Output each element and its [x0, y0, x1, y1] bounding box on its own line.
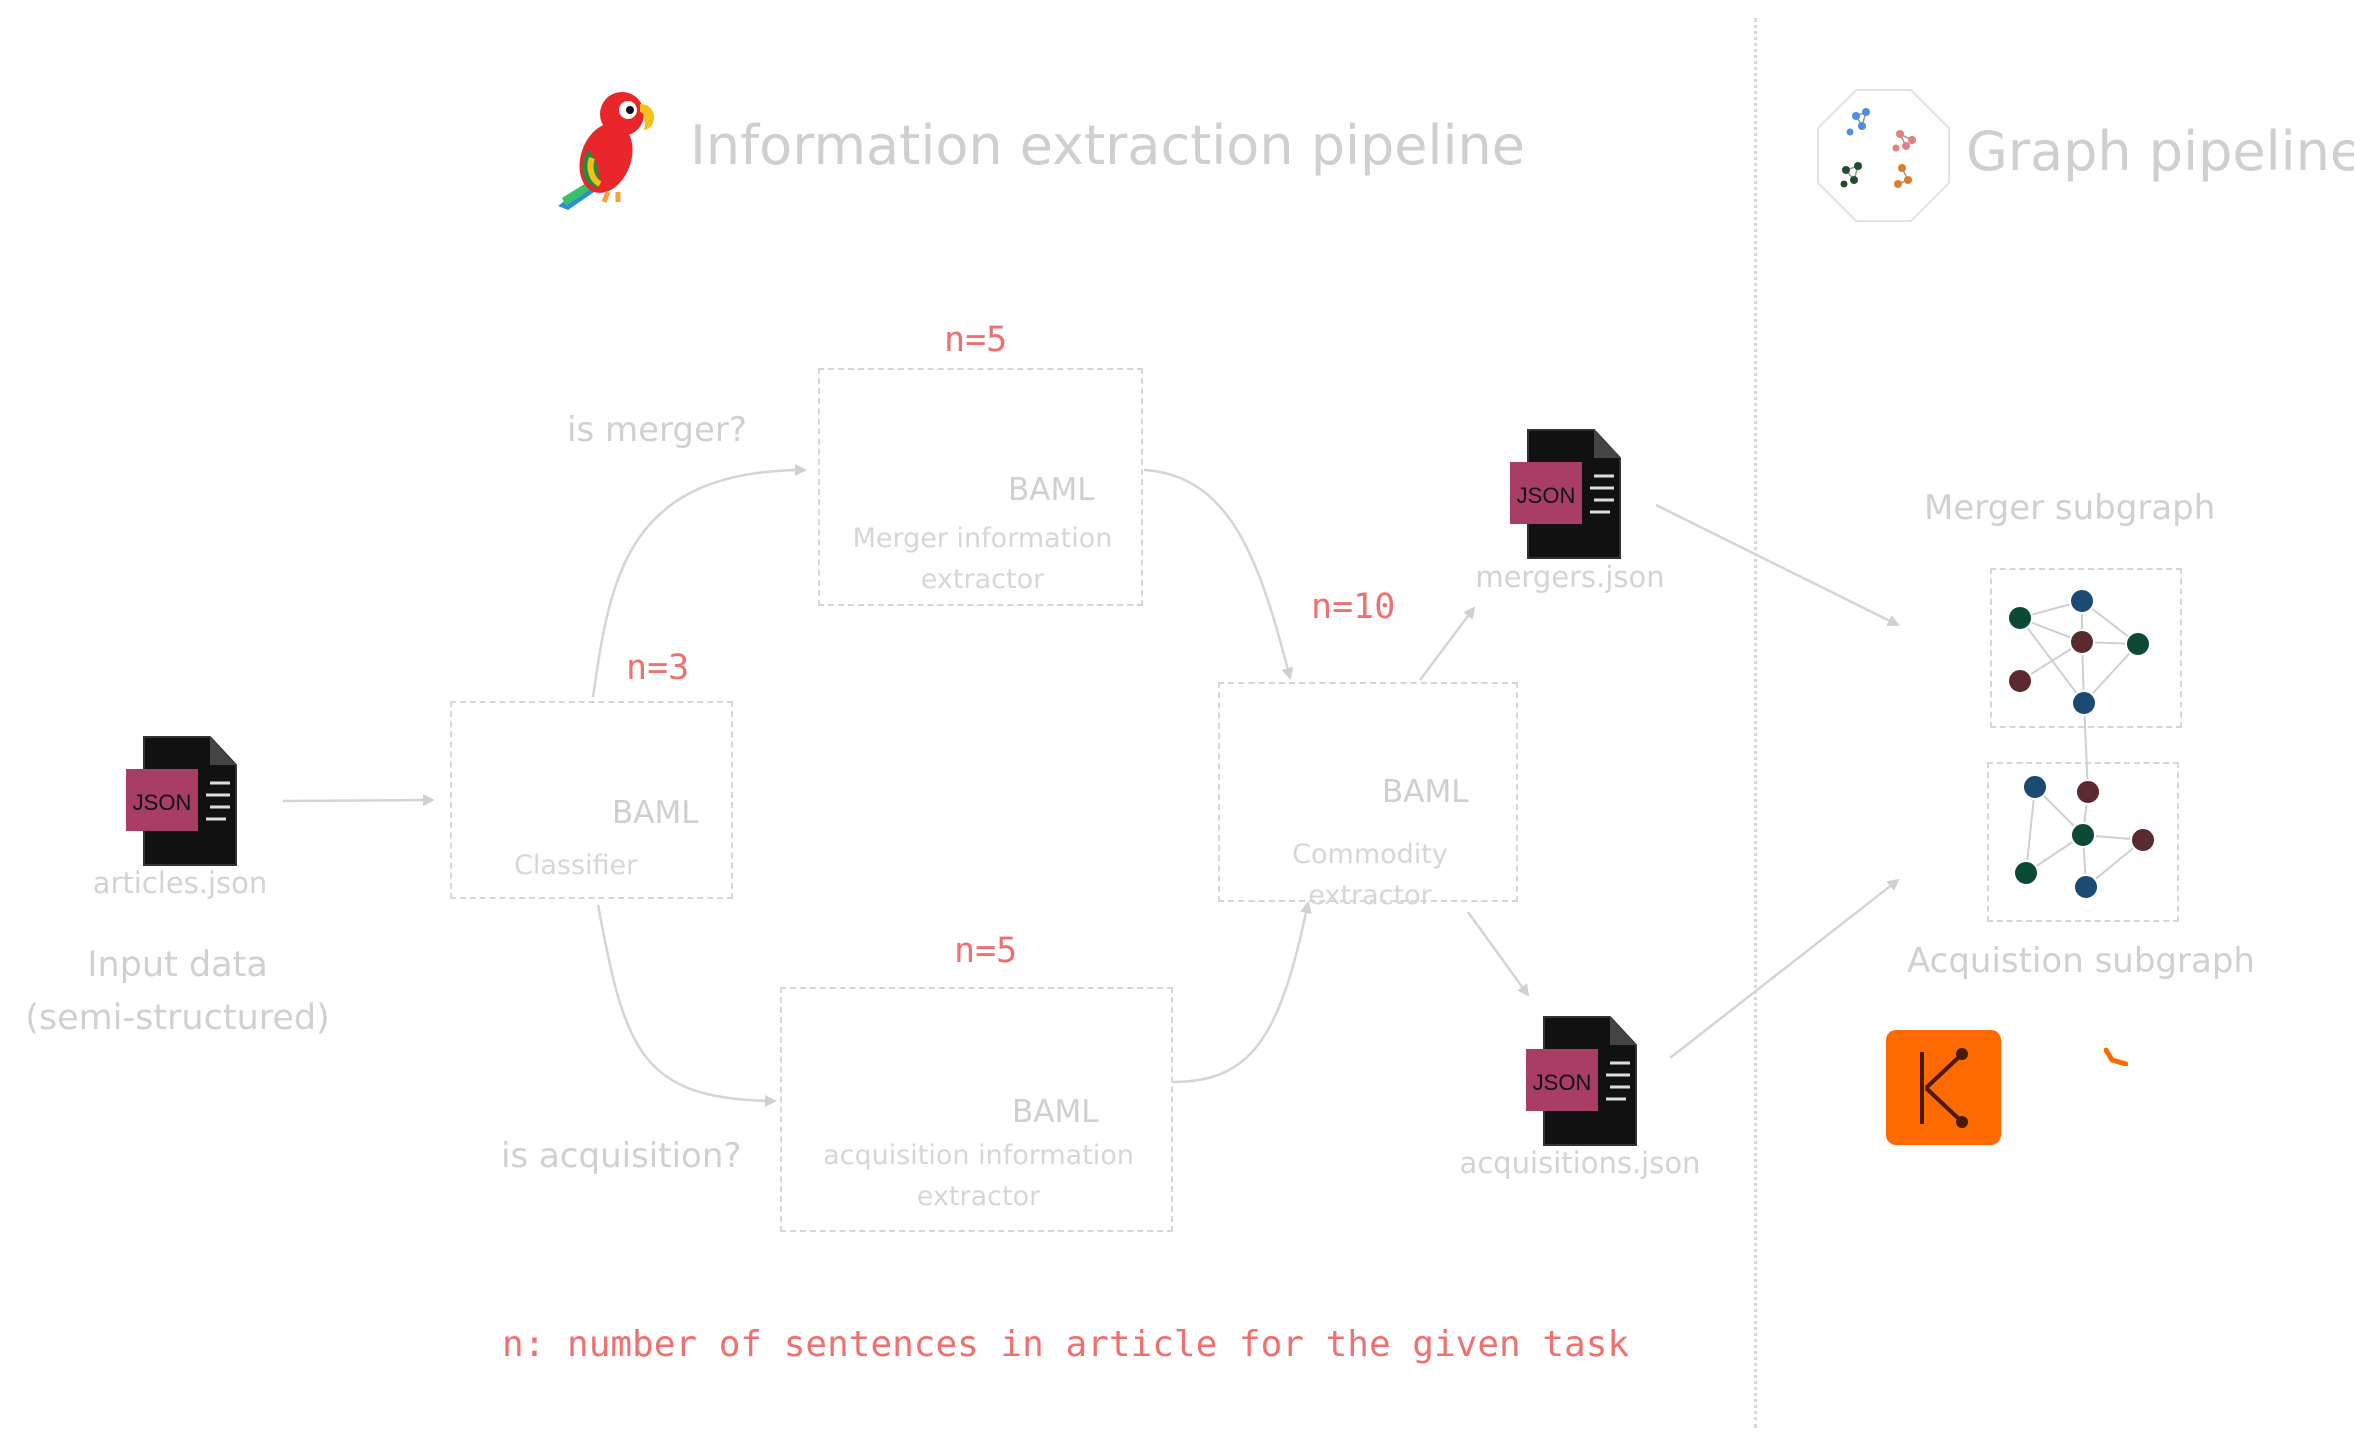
arrow-commodity-to-acquisitions	[1466, 911, 1530, 997]
kuzu-logo-icon	[1886, 1030, 2001, 1145]
arrow-classifier-to-merger	[591, 464, 807, 698]
json-icon-text: JSON	[1533, 1070, 1592, 1095]
arrow-acquisitions-to-graph	[1669, 878, 1900, 1059]
acquisition-name: acquisition information extractor	[782, 1135, 1175, 1217]
json-file-icon: JSON	[1526, 1016, 1637, 1146]
acquisition-name-line1: acquisition information	[823, 1140, 1134, 1171]
small-orange-mark-icon	[2104, 1047, 2128, 1066]
acquisition-name-line2: extractor	[916, 1181, 1041, 1212]
arrow-acquisition-to-commodity	[1171, 901, 1312, 1084]
input-caption-line1: Input data	[87, 945, 268, 985]
merger-question-label: is merger?	[567, 410, 747, 450]
commodity-baml-tag: BAML	[1382, 774, 1469, 810]
graph-pipeline-title: Graph pipeline	[1966, 120, 2354, 183]
arrow-input-to-classifier	[282, 794, 435, 807]
merger-name: Merger information extractor	[820, 518, 1145, 600]
arrow-mergers-to-graph	[1655, 503, 1900, 627]
parrot-icon	[558, 92, 655, 210]
merger-name-line1: Merger information	[852, 523, 1113, 554]
arrow-classifier-to-acquisition	[596, 904, 777, 1107]
footnote: n: number of sentences in article for th…	[502, 1324, 1630, 1365]
classifier-box: BAML Classifier	[450, 701, 733, 899]
input-file-label: articles.json	[92, 866, 268, 900]
acquisition-question-label: is acquisition?	[501, 1136, 742, 1176]
acquisition-extractor-box: BAML acquisition information extractor	[780, 987, 1173, 1232]
input-caption-line2: (semi-structured)	[25, 998, 330, 1038]
commodity-name: Commodity extractor	[1292, 839, 1448, 911]
acquisition-baml-tag: BAML	[1012, 1094, 1099, 1130]
acquisition-n-label: n=5	[954, 931, 1018, 971]
arrow-merger-to-commodity	[1143, 468, 1294, 680]
json-file-icon: JSON	[126, 736, 237, 866]
merger-extractor-box: BAML Merger information extractor	[818, 368, 1143, 606]
classifier-name: Classifier	[514, 850, 638, 881]
classifier-n-label: n=3	[626, 648, 690, 688]
json-icon-text: JSON	[133, 790, 192, 815]
commodity-extractor-box: BAML Commodity extractor	[1218, 682, 1518, 911]
section-divider	[1754, 18, 1757, 1428]
graph-logo-icon	[1817, 89, 1950, 222]
merger-name-line2: extractor	[920, 564, 1045, 595]
json-icon-text: JSON	[1517, 483, 1576, 508]
subgraph-nodes	[2007, 588, 2156, 900]
commodity-n-label: n=10	[1311, 587, 1396, 627]
merger-n-label: n=5	[944, 320, 1008, 360]
json-file-icon: JSON	[1510, 429, 1621, 559]
subgraph-network	[2007, 588, 2156, 900]
arrow-commodity-to-mergers	[1419, 606, 1476, 681]
acquisitions-file-label: acquisitions.json	[1459, 1146, 1701, 1180]
acquisition-subgraph-box	[1987, 762, 2179, 922]
pipeline-title: Information extraction pipeline	[690, 114, 1525, 177]
merger-baml-tag: BAML	[1008, 472, 1095, 508]
classifier-baml-tag: BAML	[612, 795, 699, 831]
acquisition-subgraph-label: Acquistion subgraph	[1907, 941, 2255, 981]
merger-subgraph-label: Merger subgraph	[1924, 488, 2216, 528]
mergers-file-label: mergers.json	[1475, 560, 1665, 594]
